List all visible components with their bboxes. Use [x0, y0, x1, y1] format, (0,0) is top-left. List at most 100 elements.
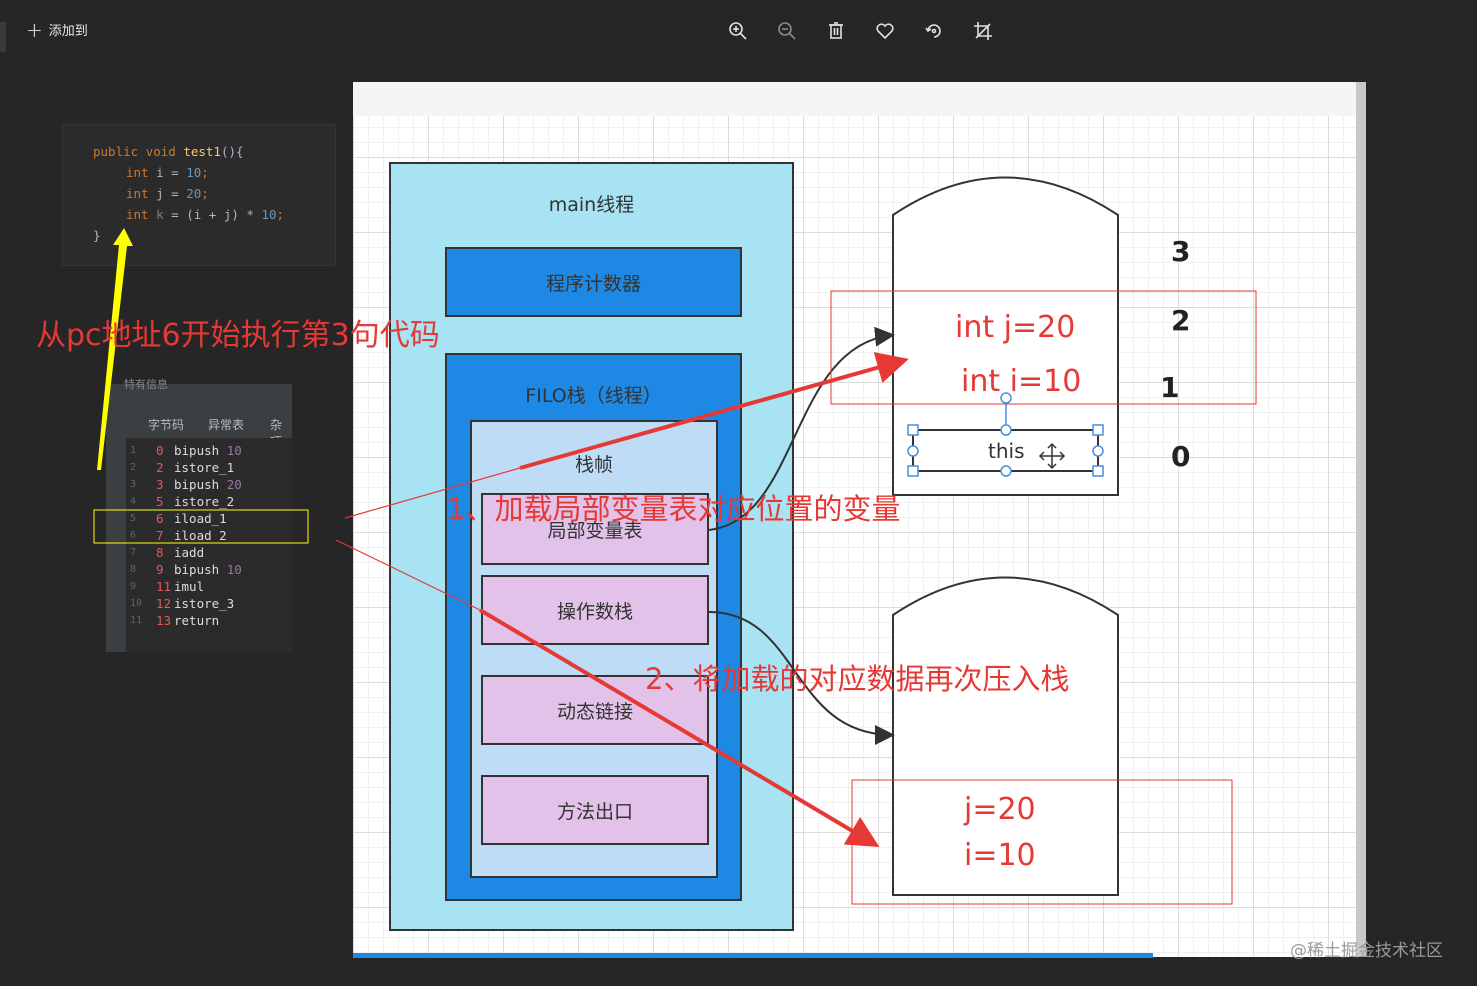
toolbar: + 添加到 [0, 0, 1477, 62]
pc-register-box: 程序计数器 [445, 247, 742, 317]
bytecode-offset: 7 [156, 528, 164, 543]
canvas-scrollbar[interactable] [1356, 82, 1366, 957]
bytecode-operand: 10 [226, 443, 242, 458]
tab-exception-table[interactable]: 异常表 [208, 418, 245, 432]
return-address-box: 方法出口 [481, 775, 709, 845]
bytecode-offset: 11 [156, 579, 172, 594]
bytecode-highlight [93, 509, 309, 544]
canvas-top-bar [353, 82, 1356, 116]
bytecode-offset: 3 [156, 477, 164, 492]
op-j-text: j=20 [964, 792, 1036, 827]
bytecode-opcode: return [174, 613, 220, 628]
canvas-progress-bar [353, 953, 1153, 958]
zoom-out-icon[interactable] [776, 20, 798, 42]
local-vars-box: 局部变量表 [481, 493, 709, 565]
code-token: } [93, 228, 101, 243]
pc-register-label: 程序计数器 [545, 272, 641, 295]
bytecode-offset: 6 [156, 511, 164, 526]
bytecode-opcode: istore_2 [174, 494, 235, 509]
pc-note: 从pc地址6开始执行第3句代码 [36, 318, 440, 353]
code-line-1: public void test1(){ [93, 144, 244, 159]
bytecode-instruction: bipush 10 [174, 561, 242, 578]
code-number: 10 [261, 207, 277, 222]
bytecode-instruction: return [174, 612, 219, 629]
bytecode-line-number: 5 [130, 513, 137, 524]
red-arrow-1 [519, 352, 909, 470]
bytecode-offset: 12 [156, 596, 172, 611]
bytecode-instruction: istore_1 [174, 459, 234, 476]
code-keyword: int [126, 186, 157, 201]
bytecode-opcode: istore_3 [174, 596, 235, 611]
bytecode-line-number: 4 [130, 496, 137, 507]
rotate-handle[interactable] [1000, 392, 1012, 404]
bytecode-line-number: 8 [130, 564, 137, 575]
bytecode-line-number: 3 [130, 479, 137, 490]
bytecode-header: 特有信息 [124, 378, 168, 391]
filo-stack-label: FILO栈（线程） [525, 385, 662, 407]
add-to-button[interactable]: + 添加到 [26, 20, 88, 40]
red-line-1 [344, 467, 521, 519]
return-address-label: 方法出口 [556, 800, 633, 823]
main-thread-label: main线程 [548, 194, 635, 216]
code-token: (){ [220, 144, 244, 159]
local-var-table-shape [892, 176, 1119, 496]
bytecode-opcode: bipush [174, 443, 220, 458]
bytecode-operand: 20 [226, 477, 242, 492]
rotate-icon[interactable] [923, 20, 945, 42]
local-vars-label: 局部变量表 [547, 519, 643, 542]
code-method-name: test1 [183, 144, 221, 159]
red-arrow-2 [478, 608, 880, 848]
code-panel: public void test1(){ int i = 10; int j =… [62, 124, 336, 266]
resize-handles[interactable] [907, 424, 1104, 477]
code-line-3: int j = 20; [126, 186, 209, 201]
bytecode-offset: 13 [156, 613, 172, 628]
dynamic-link-label: 动态链接 [556, 700, 633, 723]
lv-i-text: int i=10 [961, 364, 1082, 399]
bytecode-offset: 9 [156, 562, 164, 577]
move-cursor-icon [1038, 442, 1066, 470]
bytecode-row[interactable]: 8 9 bipush 10 [126, 561, 292, 578]
code-token: = [163, 186, 187, 201]
local-var-highlight [830, 290, 1257, 405]
bytecode-instruction: imul [174, 578, 204, 595]
bytecode-offset: 5 [156, 494, 164, 509]
trash-icon[interactable] [825, 20, 847, 42]
zoom-in-icon[interactable] [727, 20, 749, 42]
heart-icon[interactable] [874, 20, 896, 42]
code-token: j [156, 186, 164, 201]
bytecode-row[interactable]: 3 3 bipush 20 [126, 476, 292, 493]
bytecode-instruction: bipush 10 [174, 442, 242, 459]
bytecode-line-number: 1 [130, 445, 137, 456]
code-keyword: int [126, 165, 157, 180]
bytecode-opcode: imul [174, 579, 205, 594]
code-token: i [156, 165, 164, 180]
lv-this-text[interactable]: this [988, 439, 1025, 463]
code-line-5: } [93, 228, 101, 243]
add-to-label: 添加到 [48, 24, 88, 39]
bytecode-line-number: 2 [130, 462, 137, 473]
stack-frame-label: 栈帧 [574, 454, 613, 476]
bytecode-instruction: istore_3 [174, 595, 234, 612]
tab-bytecode[interactable]: 字节码 [148, 418, 185, 432]
slot-index-1: 1 [1160, 371, 1180, 404]
crop-icon[interactable] [972, 20, 994, 42]
bytecode-operand: 10 [226, 562, 242, 577]
bytecode-line-number: 11 [130, 615, 143, 626]
bytecode-offset: 0 [156, 443, 164, 458]
slot-index-3: 3 [1171, 235, 1191, 268]
bytecode-line-number: 7 [130, 547, 137, 558]
bytecode-instruction: bipush 20 [174, 476, 242, 493]
bytecode-row[interactable]: 4 5 istore_2 [126, 493, 292, 510]
operand-stack-connector [708, 611, 895, 745]
code-line-2: int i = 10; [126, 165, 209, 180]
